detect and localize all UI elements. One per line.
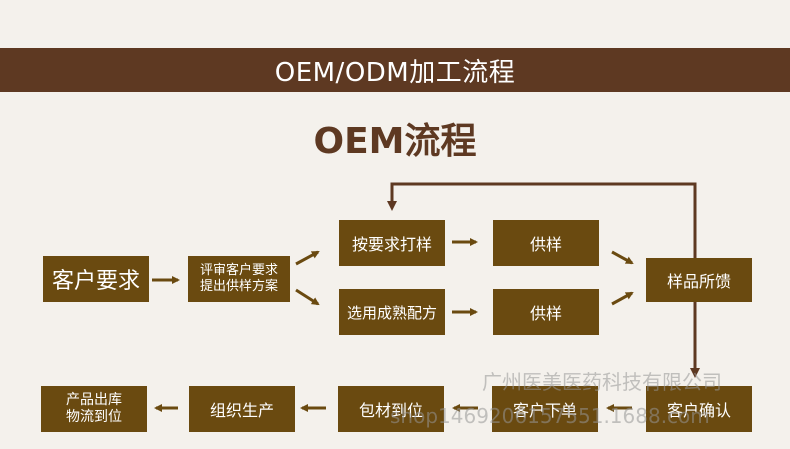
- sample-proposal-label: 提出供样方案: [199, 279, 278, 294]
- customer-order-box: 客户下单: [492, 386, 598, 432]
- review-to-sampling-arrow: [295, 250, 320, 266]
- packaging-arrival-box: 包材到位: [338, 386, 444, 432]
- sample-by-request-label: 按要求打样: [351, 235, 432, 254]
- customer-request-box: 客户要求: [43, 256, 149, 302]
- review-request-label: 评审客户要求: [199, 262, 278, 278]
- customer-confirm-box: 客户确认: [646, 386, 752, 432]
- organize-production-label: 组织生产: [209, 401, 274, 420]
- supply-sample-box-2: 供样: [493, 289, 599, 335]
- product-outbound-label: 产品出库: [66, 391, 122, 408]
- section-title: OEM流程: [313, 121, 477, 162]
- supply1-to-feedback-arrow: [611, 250, 634, 265]
- customer-order-label: 客户下单: [512, 401, 577, 420]
- sample-by-request-box: 按要求打样: [339, 220, 445, 266]
- shipping-box: 产品出库 物流到位: [41, 386, 147, 432]
- sample-feedback-box: 样品所馈: [646, 258, 752, 302]
- mature-formula-label: 选用成熟配方: [346, 303, 437, 322]
- banner-title: OEM/ODM加工流程: [274, 57, 516, 88]
- organize-production-box: 组织生产: [189, 386, 295, 432]
- logistics-arrival-label: 物流到位: [66, 409, 122, 425]
- sample-feedback-label: 样品所馈: [666, 272, 731, 291]
- title-banner: OEM/ODM加工流程: [0, 48, 790, 92]
- supply-sample-box-1: 供样: [493, 220, 599, 266]
- mature-formula-box: 选用成熟配方: [339, 289, 445, 335]
- supply2-to-feedback-arrow: [611, 291, 634, 306]
- supply-sample-label-2: 供样: [529, 304, 562, 323]
- customer-request-label: 客户要求: [51, 269, 140, 294]
- supply-sample-label-1: 供样: [529, 235, 562, 254]
- packaging-arrival-label: 包材到位: [358, 401, 423, 420]
- watermark-company: 广州医美医药科技有限公司: [482, 370, 722, 394]
- review-request-box: 评审客户要求 提出供样方案: [188, 256, 290, 302]
- review-to-formula-arrow: [295, 288, 320, 306]
- watermark-url: shop1469206157551.1688.com: [390, 404, 710, 428]
- loop-arrow: [387, 182, 697, 258]
- customer-confirm-label: 客户确认: [666, 401, 731, 420]
